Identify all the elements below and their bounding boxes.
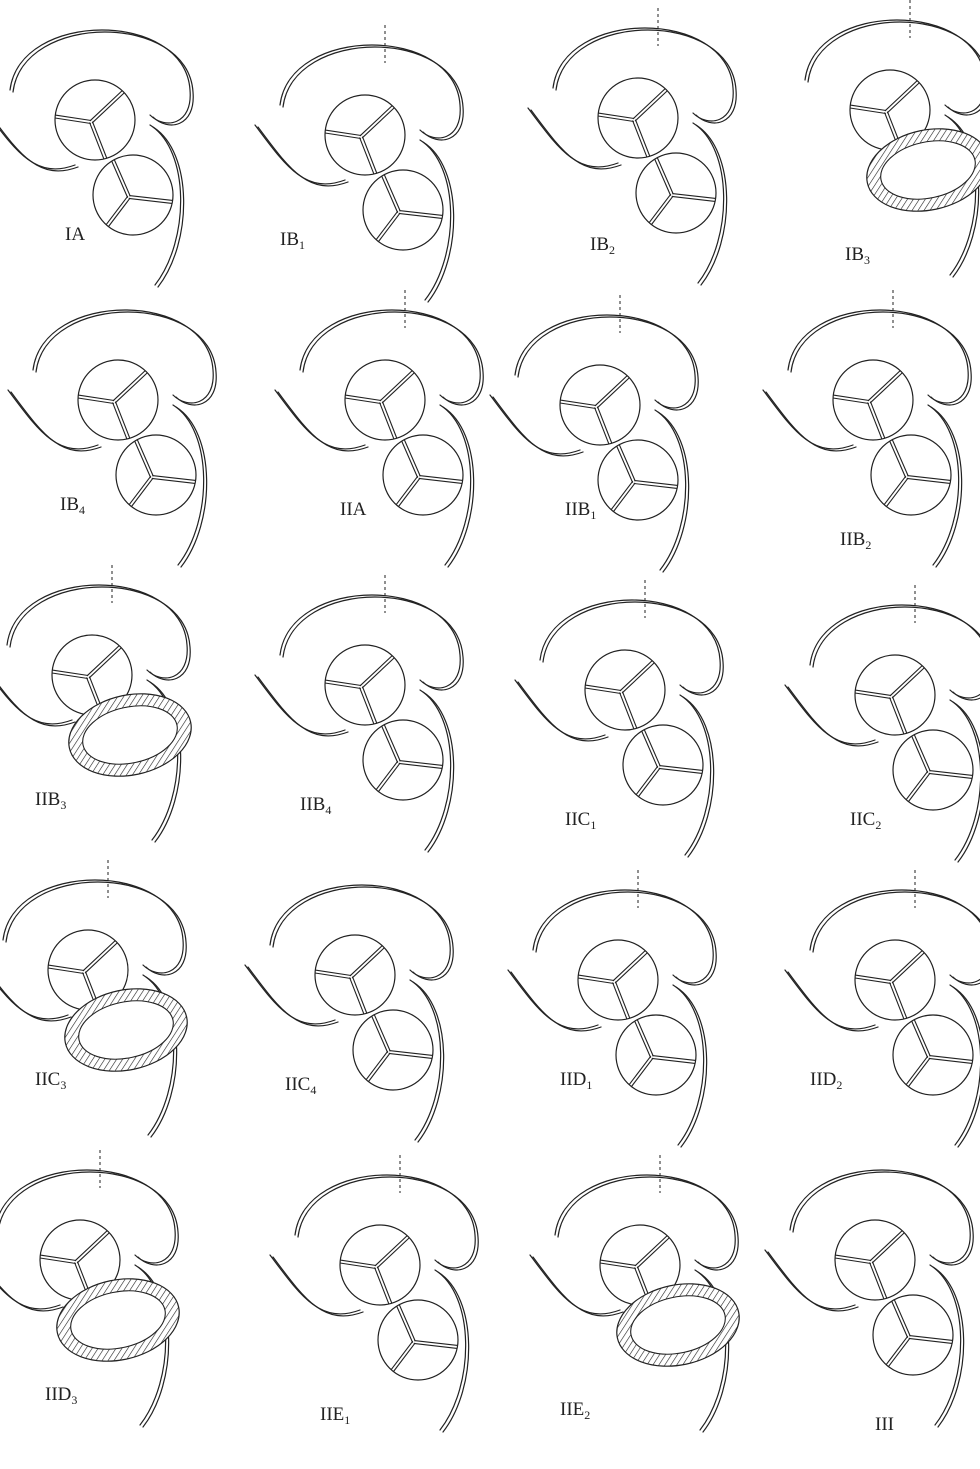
panel-IB3: IB3 <box>805 0 980 277</box>
upper-valve-icon <box>325 645 405 725</box>
panel-label-IID3: IID3 <box>45 1384 77 1407</box>
panel-label-IIB2: IIB2 <box>840 529 871 552</box>
panel-IA: IA <box>0 30 193 287</box>
panel-IIC1: IIC1 <box>515 580 723 857</box>
panel-label-IIE2: IIE2 <box>560 1399 590 1422</box>
upper-valve-icon <box>345 360 425 440</box>
panel-label-IIC4: IIC4 <box>285 1074 316 1097</box>
lower-valve-icon <box>383 435 463 515</box>
panel-label-IB4: IB4 <box>60 494 85 517</box>
panel-III: III <box>765 1170 973 1435</box>
panel-IIB1: IIB1 <box>490 295 698 572</box>
upper-valve-icon <box>340 1225 420 1305</box>
lower-valve-icon <box>363 720 443 800</box>
panel-label-IA: IA <box>65 224 85 245</box>
lower-valve-icon <box>636 153 716 233</box>
lower-valve-icon <box>598 440 678 520</box>
upper-valve-icon <box>55 80 135 160</box>
panel-label-IIB1: IIB1 <box>565 499 596 522</box>
panel-IB1: IB1 <box>255 25 463 302</box>
panel-label-IID1: IID1 <box>560 1069 592 1092</box>
panel-IIE2: IIE2 <box>530 1155 747 1432</box>
upper-valve-icon <box>855 655 935 735</box>
lower-valve-icon <box>616 1015 696 1095</box>
panel-IIA: IIA <box>275 290 483 567</box>
panel-IB2: IB2 <box>528 8 736 285</box>
panel-label-IIB4: IIB4 <box>300 794 331 817</box>
panel-label-IIE1: IIE1 <box>320 1404 350 1427</box>
lower-valve-icon <box>623 725 703 805</box>
panel-label-IB2: IB2 <box>590 234 615 257</box>
panel-label-IIA: IIA <box>340 499 367 520</box>
upper-valve-icon <box>833 360 913 440</box>
panel-label-IIC1: IIC1 <box>565 809 596 832</box>
panel-IIB4: IIB4 <box>255 575 463 852</box>
panel-IID1: IID1 <box>508 870 716 1147</box>
panel-IID3: IID3 <box>0 1150 187 1427</box>
upper-valve-icon <box>835 1220 915 1300</box>
upper-valve-icon <box>578 940 658 1020</box>
panel-label-IIC2: IIC2 <box>850 809 881 832</box>
panel-label-III: III <box>875 1414 894 1435</box>
panel-IIC2: IIC2 <box>785 585 980 862</box>
panel-label-IIB3: IIB3 <box>35 789 66 812</box>
lower-valve-icon <box>873 1295 953 1375</box>
panel-IIC4: IIC4 <box>245 885 453 1142</box>
lower-valve-icon <box>893 1015 973 1095</box>
upper-valve-icon <box>325 95 405 175</box>
panel-IIB3: IIB3 <box>0 565 199 842</box>
upper-valve-icon <box>78 360 158 440</box>
panel-label-IID2: IID2 <box>810 1069 842 1092</box>
lower-valve-icon <box>93 155 173 235</box>
upper-valve-icon <box>585 650 665 730</box>
upper-valve-icon <box>598 78 678 158</box>
lower-valve-icon <box>893 730 973 810</box>
upper-valve-icon <box>855 940 935 1020</box>
lower-valve-icon <box>871 435 951 515</box>
panel-IIE1: IIE1 <box>270 1155 478 1432</box>
upper-valve-icon <box>560 365 640 445</box>
panel-IID2: IID2 <box>785 870 980 1147</box>
lower-valve-icon <box>353 1010 433 1090</box>
upper-valve-icon <box>315 935 395 1015</box>
panel-IB4: IB4 <box>8 310 216 567</box>
panel-IIB2: IIB2 <box>763 290 971 567</box>
panel-IIC3: IIC3 <box>0 860 195 1137</box>
lower-valve-icon <box>116 435 196 515</box>
lower-valve-icon <box>378 1300 458 1380</box>
panel-label-IB1: IB1 <box>280 229 305 252</box>
lower-valve-icon <box>363 170 443 250</box>
panel-label-IB3: IB3 <box>845 244 870 267</box>
panel-label-IIC3: IIC3 <box>35 1069 66 1092</box>
